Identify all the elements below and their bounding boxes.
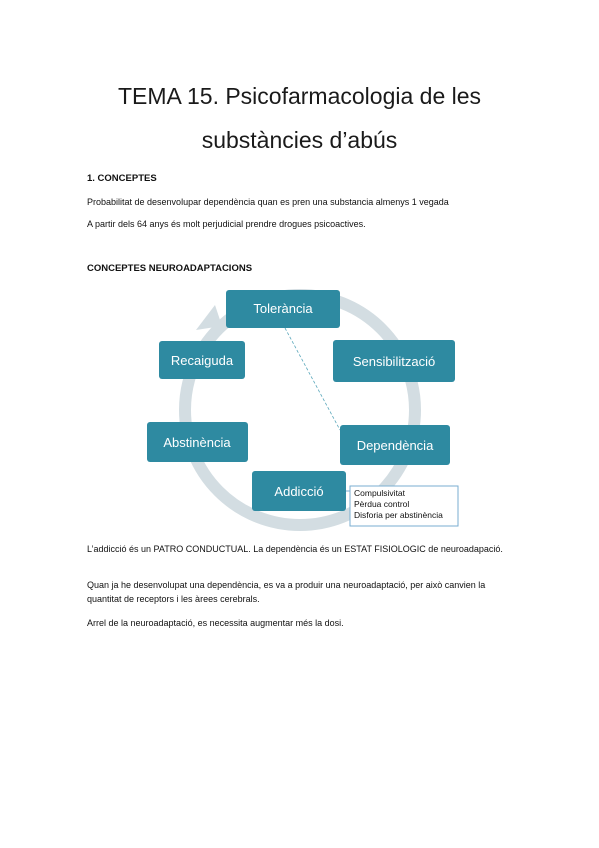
section-heading-conceptes: 1. CONCEPTES <box>87 173 157 184</box>
node-abstinencia-label: Abstinència <box>163 435 231 450</box>
note-line-perdua-control: Pèrdua control <box>354 499 409 509</box>
note-line-disforia: Disforia per abstinència <box>354 510 443 520</box>
node-addiccio-label: Addicció <box>274 484 323 499</box>
node-sensibilitzacio: Sensibilització <box>333 340 455 382</box>
node-dependencia: Dependència <box>340 425 450 465</box>
addiccio-note-box: Compulsivitat Pèrdua control Disforia pe… <box>349 485 459 527</box>
section-heading-neuroadaptacions: CONCEPTES NEUROADAPTACIONS <box>87 263 253 274</box>
paragraph-dosi: Arrel de la neuroadaptació, es necessita… <box>87 618 344 628</box>
page-title-line-1: TEMA 15. Psicofarmacologia de les <box>117 83 482 109</box>
node-recaiguda-label: Recaiguda <box>171 353 234 368</box>
paragraph-neuroadaptacio: Quan ja he desenvolupat una dependència,… <box>87 580 486 604</box>
node-addiccio: Addicció <box>252 471 346 511</box>
node-tolerancia-label: Tolerància <box>253 301 313 316</box>
paragraph-addiccio-dependencia: L’addicció és un PATRO CONDUCTUAL. La de… <box>87 544 503 554</box>
paragraph-edat: A partir dels 64 anys és molt perjudicia… <box>87 219 366 229</box>
tolerance-dependence-connector <box>284 327 341 431</box>
paragraph-probabilitat: Probabilitat de desenvolupar dependència… <box>87 197 449 207</box>
node-sensibilitzacio-label: Sensibilització <box>353 354 435 369</box>
cycle-arrow-head <box>196 305 222 330</box>
node-recaiguda: Recaiguda <box>159 341 245 379</box>
page-title-line-2: substàncies d’abús <box>201 127 398 153</box>
neuroadaptation-cycle-diagram: Tolerància Sensibilització Dependència A… <box>147 289 459 531</box>
note-line-compulsivitat: Compulsivitat <box>354 488 406 498</box>
node-dependencia-label: Dependència <box>357 438 434 453</box>
node-abstinencia: Abstinència <box>147 422 248 462</box>
node-tolerancia: Tolerància <box>226 290 340 328</box>
